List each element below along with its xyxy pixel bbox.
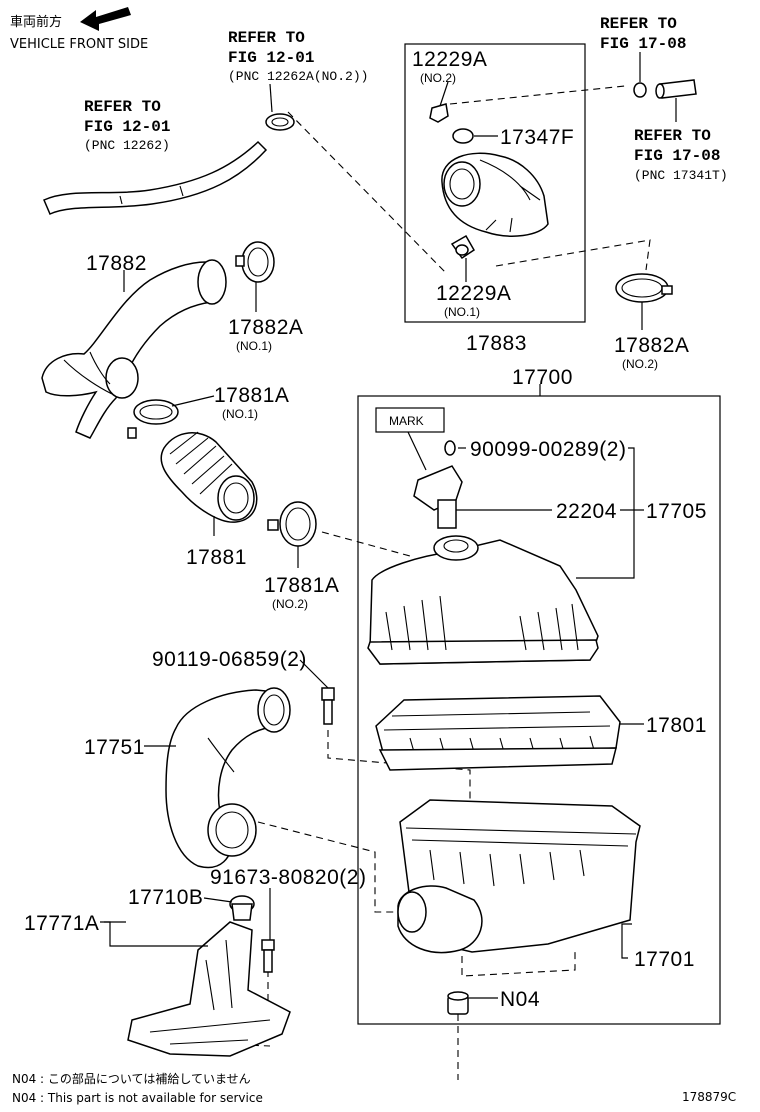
- clamp-17881a-no1-drawing: [127, 399, 179, 439]
- ref-fig-12-01-a: REFER TO FIG 12-01 (PNC 12262): [84, 98, 170, 153]
- bolt-91673-drawing: [261, 939, 275, 973]
- label-17771a: 17771A: [24, 912, 99, 935]
- note-en: N04 : This part is not available for ser…: [12, 1091, 263, 1105]
- air-cleaner-cap-drawing: [367, 535, 599, 665]
- label-12229a-no1: 12229A: [436, 282, 511, 305]
- air-flow-meter-drawing: [407, 431, 463, 529]
- clamp-17882a-no1-drawing: [235, 241, 275, 283]
- svg-text:REFER TO: REFER TO: [600, 15, 677, 33]
- label-90099: 90099-00289(2): [470, 438, 626, 461]
- leader-lines: [100, 81, 644, 999]
- svg-text:(NO.1): (NO.1): [222, 407, 258, 421]
- svg-text:FIG 17-08: FIG 17-08: [600, 35, 686, 53]
- label-17705: 17705: [646, 500, 707, 523]
- air-filter-drawing: [375, 695, 621, 771]
- svg-text:(PNC 12262): (PNC 12262): [84, 138, 170, 153]
- label-17700: 17700: [512, 366, 573, 389]
- grommet-17710b-drawing: [229, 895, 255, 921]
- svg-text:(PNC 17341T): (PNC 17341T): [634, 168, 728, 183]
- air-cleaner-frame: [357, 395, 721, 1025]
- ref-fig-12-01-b: REFER TO FIG 12-01 (PNC 12262A(NO.2)): [228, 29, 368, 84]
- label-17882a-no1: 17882A: [228, 316, 303, 339]
- note-jp: N04 : この部品については補給していません: [12, 1071, 251, 1086]
- svg-text:(NO.2): (NO.2): [272, 597, 308, 611]
- svg-text:REFER TO: REFER TO: [84, 98, 161, 116]
- front-label-en: VEHICLE FRONT SIDE: [10, 37, 148, 52]
- label-17882: 17882: [86, 252, 147, 275]
- mark-box: [375, 407, 445, 433]
- radiator-hose-drawing: [43, 140, 268, 215]
- label-17881a-no2: 17881A: [264, 574, 339, 597]
- svg-text:REFER TO: REFER TO: [634, 127, 711, 145]
- label-17710b: 17710B: [128, 886, 203, 909]
- svg-text:REFER TO: REFER TO: [228, 29, 305, 47]
- footer-notes: N04 : この部品については補給していません N04 : This part …: [12, 1071, 736, 1105]
- label-17882a-no2: 17882A: [614, 334, 689, 357]
- label-n04: N04: [500, 988, 540, 1011]
- label-17883: 17883: [466, 332, 527, 355]
- label-mark: MARK: [389, 414, 424, 428]
- grommet-n04-drawing: [447, 991, 469, 1015]
- svg-text:(NO.1): (NO.1): [236, 339, 272, 353]
- hose-clamp-ref-drawing: [265, 83, 295, 131]
- svg-text:(NO.1): (NO.1): [444, 305, 480, 319]
- vehicle-front-indicator: 車両前方 VEHICLE FRONT SIDE: [10, 7, 148, 52]
- part-labels: 12229A (NO.2) 17347F 12229A (NO.1) 17883…: [24, 48, 707, 1011]
- label-17881: 17881: [186, 546, 247, 569]
- bolt-90119-drawing: [321, 687, 335, 725]
- label-17751: 17751: [84, 736, 145, 759]
- figure-code: 178879C: [682, 1090, 736, 1104]
- svg-text:(NO.2): (NO.2): [420, 71, 456, 85]
- label-12229a-no2: 12229A: [412, 48, 487, 71]
- front-label-jp: 車両前方: [10, 14, 62, 30]
- air-cleaner-case-drawing: [397, 799, 641, 954]
- throttle-body-drawing: [429, 103, 549, 260]
- svg-text:(PNC 12262A(NO.2)): (PNC 12262A(NO.2)): [228, 69, 368, 84]
- label-17701: 17701: [634, 948, 695, 971]
- vacuum-hose-ref-drawing: [633, 52, 697, 122]
- throttle-body-frame: [404, 43, 586, 323]
- label-91673: 91673-80820(2): [210, 866, 366, 889]
- svg-text:FIG 12-01: FIG 12-01: [84, 118, 170, 136]
- ref-fig-17-08-b: REFER TO FIG 17-08 (PNC 17341T): [634, 127, 728, 183]
- ref-fig-17-08-a: REFER TO FIG 17-08: [600, 15, 686, 53]
- label-22204: 22204: [556, 500, 617, 523]
- bracket-17771a-drawing: [127, 921, 291, 1057]
- label-17347f: 17347F: [500, 126, 574, 149]
- bellows-hose-drawing: [160, 431, 258, 523]
- air-inlet-duct-drawing: [165, 687, 291, 869]
- svg-text:FIG 12-01: FIG 12-01: [228, 49, 314, 67]
- label-90119: 90119-06859(2): [152, 648, 307, 671]
- label-17801: 17801: [646, 714, 707, 737]
- clamp-17881a-no2-drawing: [267, 501, 317, 547]
- front-arrow-icon: [80, 7, 131, 31]
- svg-text:(NO.2): (NO.2): [622, 357, 658, 371]
- svg-text:FIG 17-08: FIG 17-08: [634, 147, 720, 165]
- clamp-17882a-no2-drawing: [615, 273, 673, 303]
- label-17881a-no1: 17881A: [214, 384, 289, 407]
- intake-duct-drawing: [41, 259, 227, 439]
